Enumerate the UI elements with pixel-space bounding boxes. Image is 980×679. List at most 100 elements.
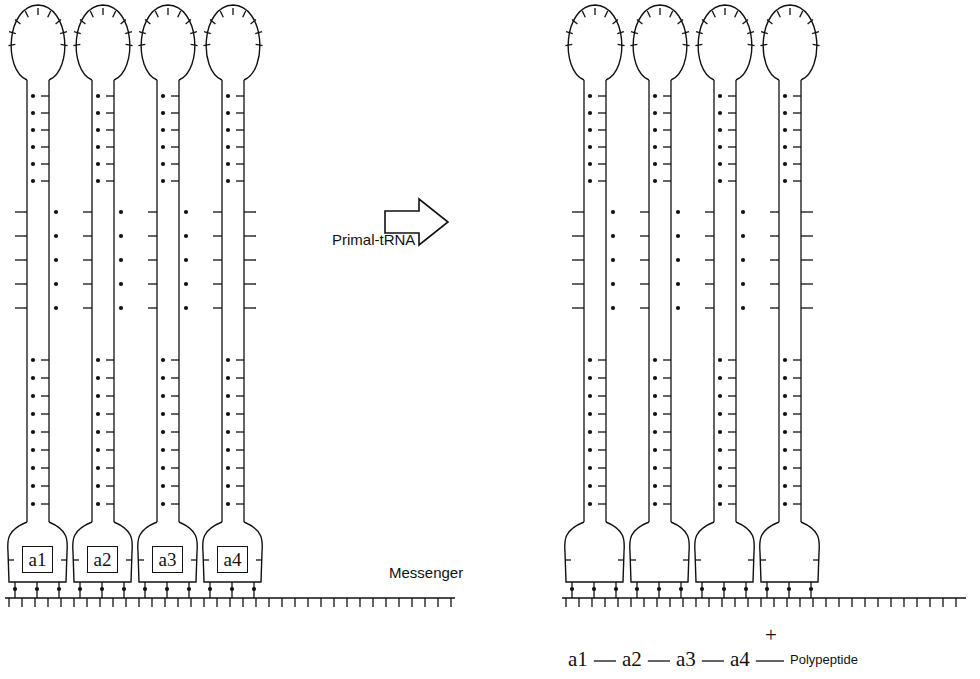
base-dot <box>161 484 165 488</box>
base-tick <box>770 259 779 260</box>
messenger-tick <box>838 598 839 607</box>
peptide-bond <box>648 660 670 661</box>
base-tick <box>41 377 49 378</box>
base-tick <box>41 503 49 504</box>
base-dot <box>119 234 123 238</box>
base-dot <box>588 128 592 132</box>
base-dot <box>653 179 657 183</box>
strand-line <box>778 80 779 522</box>
messenger-tick <box>604 598 605 607</box>
base-dot <box>226 145 230 149</box>
messenger-tick <box>617 598 618 607</box>
product-label: Polypeptide <box>790 653 858 667</box>
base-tick <box>171 129 179 130</box>
base-dot <box>161 128 165 132</box>
loop-base-tick <box>605 11 608 17</box>
base-tick <box>83 235 92 236</box>
loop-base-tick <box>251 19 256 23</box>
bulge-tick <box>695 559 701 560</box>
base-dot <box>718 502 722 506</box>
strand-line <box>670 80 671 522</box>
base-dot <box>57 587 61 591</box>
base-dot <box>208 587 212 591</box>
base-dot <box>657 587 661 591</box>
base-dot <box>31 376 35 380</box>
base-tick <box>598 431 606 432</box>
base-tick <box>598 180 606 181</box>
bulge-tick <box>813 559 819 560</box>
base-dot <box>96 376 100 380</box>
base-tick <box>236 449 244 450</box>
loop-base-tick <box>630 44 637 45</box>
base-dot <box>165 587 169 591</box>
base-tick <box>236 163 244 164</box>
base-tick <box>41 395 49 396</box>
base-dot <box>611 210 615 214</box>
base-tick <box>728 359 736 360</box>
peptide-bond <box>594 660 616 661</box>
loop-base-tick <box>186 19 191 23</box>
base-tick <box>15 307 27 308</box>
messenger-tick <box>851 598 852 607</box>
base-dot <box>765 587 769 591</box>
base-dot <box>783 358 787 362</box>
anticodon-loop <box>763 5 817 80</box>
messenger-tick <box>669 598 670 607</box>
messenger-tick <box>903 598 904 607</box>
loop-base-tick <box>255 32 262 34</box>
base-dot <box>96 448 100 452</box>
base-tick <box>728 129 736 130</box>
base-tick <box>793 395 801 396</box>
base-tick <box>801 211 813 212</box>
base-tick <box>236 180 244 181</box>
messenger-strand <box>562 597 966 598</box>
base-tick <box>106 180 114 181</box>
base-dot <box>161 376 165 380</box>
base-tick <box>148 259 157 260</box>
base-tick <box>236 112 244 113</box>
base-dot <box>226 502 230 506</box>
base-dot <box>653 430 657 434</box>
base-tick <box>171 112 179 113</box>
anticodon-loop <box>11 5 65 80</box>
bulge-tick <box>61 559 67 560</box>
base-dot <box>588 376 592 380</box>
base-dot <box>718 358 722 362</box>
loop-base-tick <box>682 32 689 34</box>
loop-base-tick <box>695 44 702 45</box>
messenger-tick <box>799 598 800 607</box>
base-dot <box>54 258 58 262</box>
base-dot <box>122 587 126 591</box>
base-tick <box>728 413 736 414</box>
base-tick <box>728 449 736 450</box>
plus-sign: + <box>765 624 777 647</box>
base-tick <box>770 283 779 284</box>
base-dot <box>54 210 58 214</box>
messenger-tick <box>177 598 178 607</box>
base-tick <box>572 211 584 212</box>
base-dot <box>611 282 615 286</box>
base-dot <box>161 145 165 149</box>
base-dot <box>161 394 165 398</box>
base-tick <box>106 485 114 486</box>
messenger-tick <box>916 598 917 607</box>
loop-base-tick <box>121 19 126 23</box>
messenger-tick <box>73 598 74 607</box>
base-tick <box>793 377 801 378</box>
amino-acid-label: a1 <box>29 550 47 569</box>
base-dot <box>31 412 35 416</box>
base-tick <box>41 129 49 130</box>
base-tick <box>663 377 671 378</box>
messenger-tick <box>656 598 657 607</box>
loop-base-tick <box>220 11 223 17</box>
base-dot <box>96 430 100 434</box>
base-dot <box>96 358 100 362</box>
base-dot <box>783 145 787 149</box>
loop-base-tick <box>808 19 813 23</box>
messenger-tick <box>411 598 412 607</box>
messenger-tick <box>86 598 87 607</box>
base-dot <box>588 484 592 488</box>
loop-base-tick <box>155 11 158 17</box>
base-dot <box>653 394 657 398</box>
